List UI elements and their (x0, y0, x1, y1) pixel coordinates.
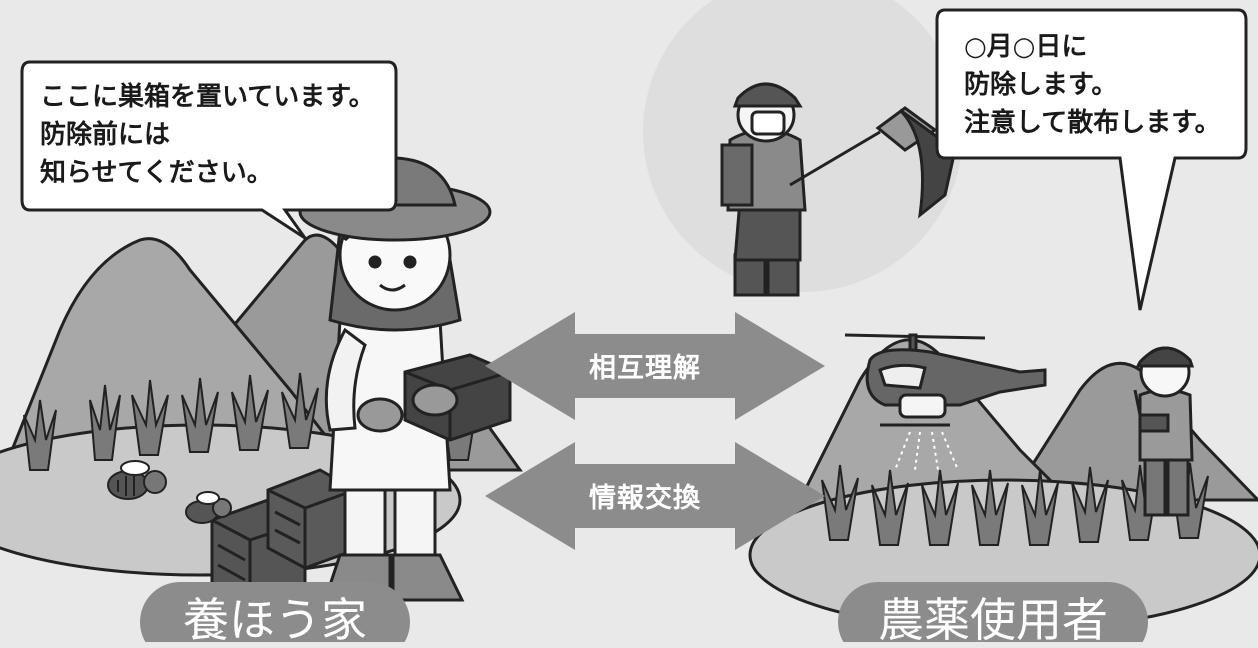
hill-left-front (0, 237, 364, 482)
speech-line: 注意して散布します。 (964, 108, 1221, 138)
speech-bubble-right-shape (935, 8, 1248, 311)
beekeeper-label-pill (140, 582, 410, 642)
speech-line: 防除前には (40, 120, 171, 150)
beekeeper-role-label: 養ほう家 (183, 593, 367, 647)
information-exchange-arrow (485, 442, 825, 550)
information-exchange-label: 情報交換 (589, 483, 701, 514)
speech-bubble-left-shape (20, 60, 398, 240)
beekeeper-figure (298, 156, 512, 602)
mutual-understanding-label: 相互理解 (589, 353, 701, 384)
speech-line: ○月○日に (964, 32, 1088, 62)
sprayer-figure (720, 82, 957, 297)
bee-small (185, 491, 232, 524)
speech-line: 防除します。 (964, 70, 1118, 100)
rice-plants-right (821, 462, 1209, 546)
beehive-boxes (210, 468, 357, 607)
sprayer-backdrop (643, 0, 963, 292)
spray-helicopter (844, 333, 1047, 471)
beekeeper-speech-text: ここに巣箱を置いています。 防除前には 知らせてください。 (40, 78, 375, 192)
speech-line: ここに巣箱を置いています。 (40, 82, 375, 112)
speech-line: 知らせてください。 (40, 158, 273, 188)
pesticide-user-scene (643, 0, 1258, 632)
mutual-understanding-arrow (485, 312, 825, 420)
remote-operator-figure (1133, 346, 1195, 517)
pesticide-user-label-pill (838, 582, 1148, 642)
beekeeper-scene (0, 60, 523, 607)
rice-plants-left (23, 372, 479, 471)
bee-large (107, 460, 167, 500)
pesticide-user-role-label: 農薬使用者 (878, 593, 1108, 647)
pesticide-user-speech-text: ○月○日に 防除します。 注意して散布します。 (964, 28, 1221, 142)
